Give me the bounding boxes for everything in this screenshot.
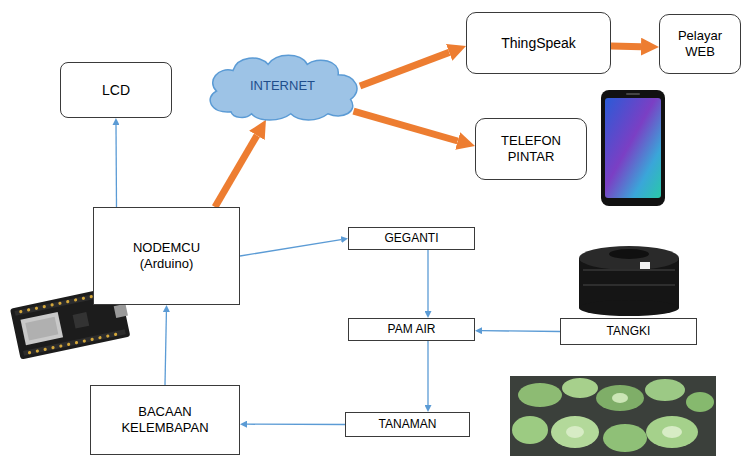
node-label: TANAMAN — [379, 417, 437, 431]
plant-picture — [510, 376, 716, 456]
signal-arrow — [427, 341, 428, 405]
node-label: GEGANTI — [384, 231, 438, 245]
signal-arrow — [240, 240, 341, 256]
node-label: INTERNET — [250, 78, 315, 94]
node-label: TELEFON PINTAR — [491, 133, 571, 164]
data-flow-arrow — [354, 111, 458, 141]
node-label: LCD — [102, 82, 130, 99]
data-flow-arrow — [360, 52, 449, 86]
signal-arrow — [482, 330, 560, 332]
node-label: NODEMCU (Arduino) — [117, 240, 217, 271]
display-box: LCD — [60, 62, 172, 118]
data-flow-arrow — [611, 43, 641, 51]
smartphone-box: TELEFON PINTAR — [475, 118, 587, 180]
tank-box: TANGKI — [560, 318, 697, 345]
node-label: BACAAN KELEMBAPAN — [110, 404, 220, 435]
smartphone-picture — [601, 90, 665, 206]
browser-box: Pelayar WEB — [659, 14, 741, 74]
internet-cloud: INTERNET — [200, 50, 365, 122]
data-flow-arrow — [215, 135, 257, 207]
node-label: Pelayar WEB — [665, 28, 735, 59]
signal-arrow — [115, 125, 117, 207]
signal-arrow — [165, 312, 166, 385]
node-label: ThingSpeak — [501, 35, 576, 52]
pump-box: PAM AIR — [348, 318, 475, 341]
relay-box: GEGANTI — [348, 227, 475, 250]
controller-box: NODEMCU (Arduino) — [93, 207, 240, 305]
plant-box: TANAMAN — [345, 412, 470, 437]
sensor-box: BACAAN KELEMBAPAN — [90, 385, 240, 455]
cloud-service-box: ThingSpeak — [466, 12, 611, 74]
node-label: TANGKI — [607, 324, 651, 338]
node-label: PAM AIR — [388, 322, 436, 336]
signal-arrow — [247, 424, 345, 426]
water-tank-picture — [579, 246, 679, 316]
signal-arrow — [427, 250, 428, 311]
